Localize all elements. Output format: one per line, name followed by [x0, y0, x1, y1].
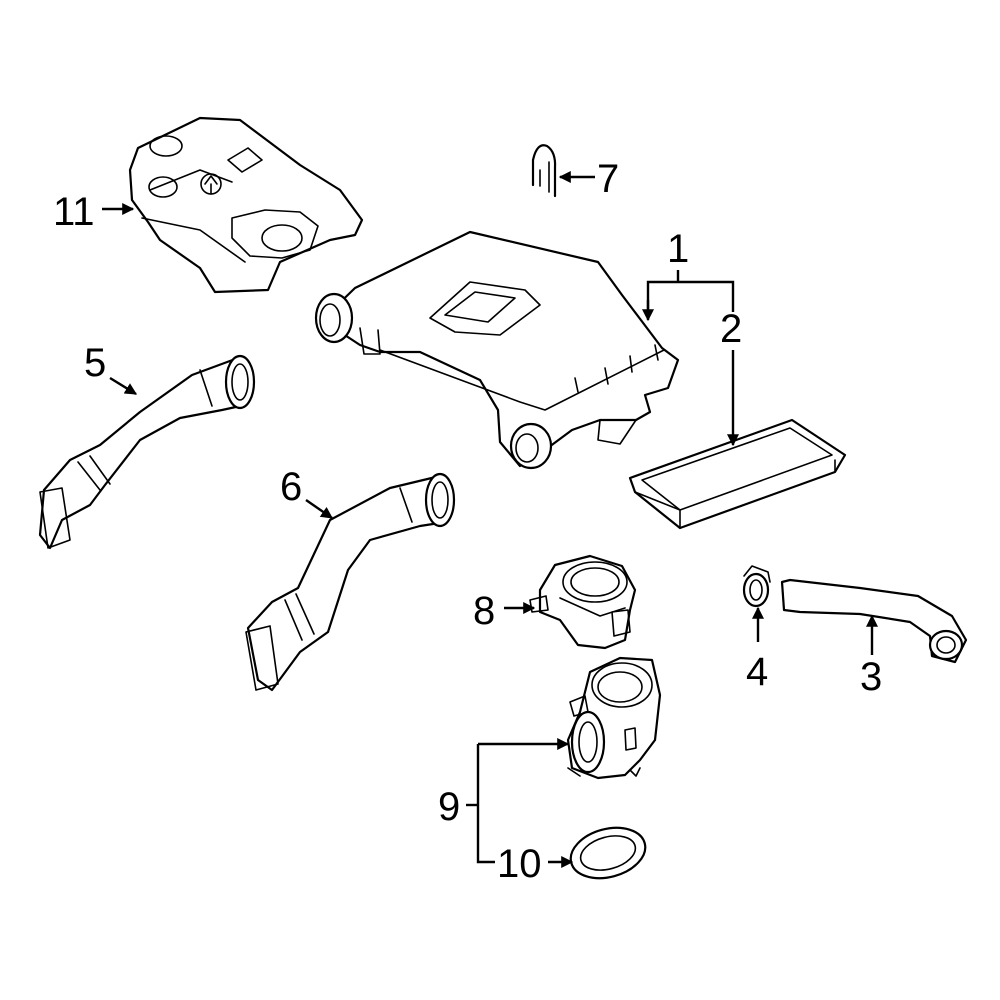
- callout-11: 11: [53, 190, 95, 234]
- callout-4: 4: [746, 650, 768, 694]
- leader-9-bracket: [476, 744, 495, 864]
- air-cleaner-housing: [314, 230, 680, 470]
- callout-2: 2: [720, 307, 742, 351]
- intake-duct-upper: [38, 354, 256, 550]
- callout-9: 9: [438, 785, 460, 829]
- hose-clamp: [742, 565, 771, 608]
- mass-air-flow-sensor: [529, 554, 637, 650]
- callout-10: 10: [497, 842, 542, 886]
- engine-cover: [128, 116, 364, 294]
- callout-5: 5: [84, 341, 106, 385]
- clip: [531, 144, 557, 198]
- callout-7: 7: [597, 157, 619, 201]
- breather-hose: [780, 578, 968, 664]
- air-filter-element: [628, 418, 847, 530]
- seal-ring: [569, 826, 647, 880]
- leader-6: [305, 499, 333, 519]
- callout-6: 6: [280, 465, 302, 509]
- leader-5: [109, 376, 138, 396]
- callout-1: 1: [667, 227, 689, 271]
- callout-8: 8: [473, 589, 495, 633]
- callout-3: 3: [860, 655, 882, 699]
- intake-duct-lower: [245, 472, 456, 692]
- adapter-housing: [566, 656, 662, 780]
